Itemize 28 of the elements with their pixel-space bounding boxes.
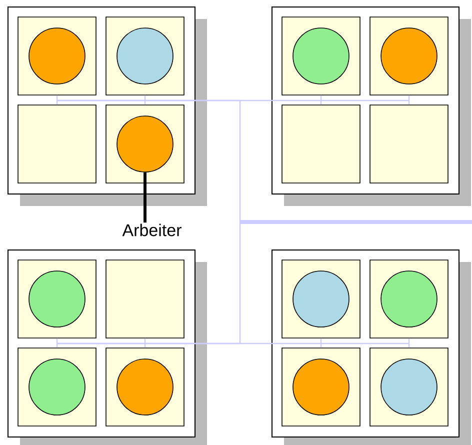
bus-stub — [56, 95, 58, 105]
bus-stub — [408, 338, 410, 348]
worker-circle — [116, 116, 174, 172]
cell-box — [370, 104, 448, 184]
bus-stub — [320, 95, 322, 105]
worker-circle — [380, 28, 438, 84]
cell-box — [106, 260, 184, 338]
worker-circle — [28, 270, 86, 328]
leader-line — [144, 172, 146, 223]
worker-circle — [380, 270, 438, 328]
cell-box — [282, 104, 360, 184]
network-line — [57, 342, 409, 344]
bus-stub — [320, 338, 322, 348]
cell-box — [18, 104, 96, 184]
worker-circle — [292, 28, 350, 84]
worker-circle — [28, 28, 86, 84]
worker-circle — [292, 358, 350, 416]
network-line — [57, 100, 241, 344]
worker-circle — [116, 358, 174, 416]
worker-circle — [28, 358, 86, 416]
bus-stub — [144, 338, 146, 348]
worker-circle — [380, 358, 438, 416]
worker-label: Arbeiter — [122, 224, 182, 236]
worker-circle — [292, 270, 350, 328]
bus-stub — [144, 95, 146, 105]
worker-circle — [116, 28, 174, 84]
bus-stub — [56, 338, 58, 348]
bus-stub — [408, 95, 410, 105]
